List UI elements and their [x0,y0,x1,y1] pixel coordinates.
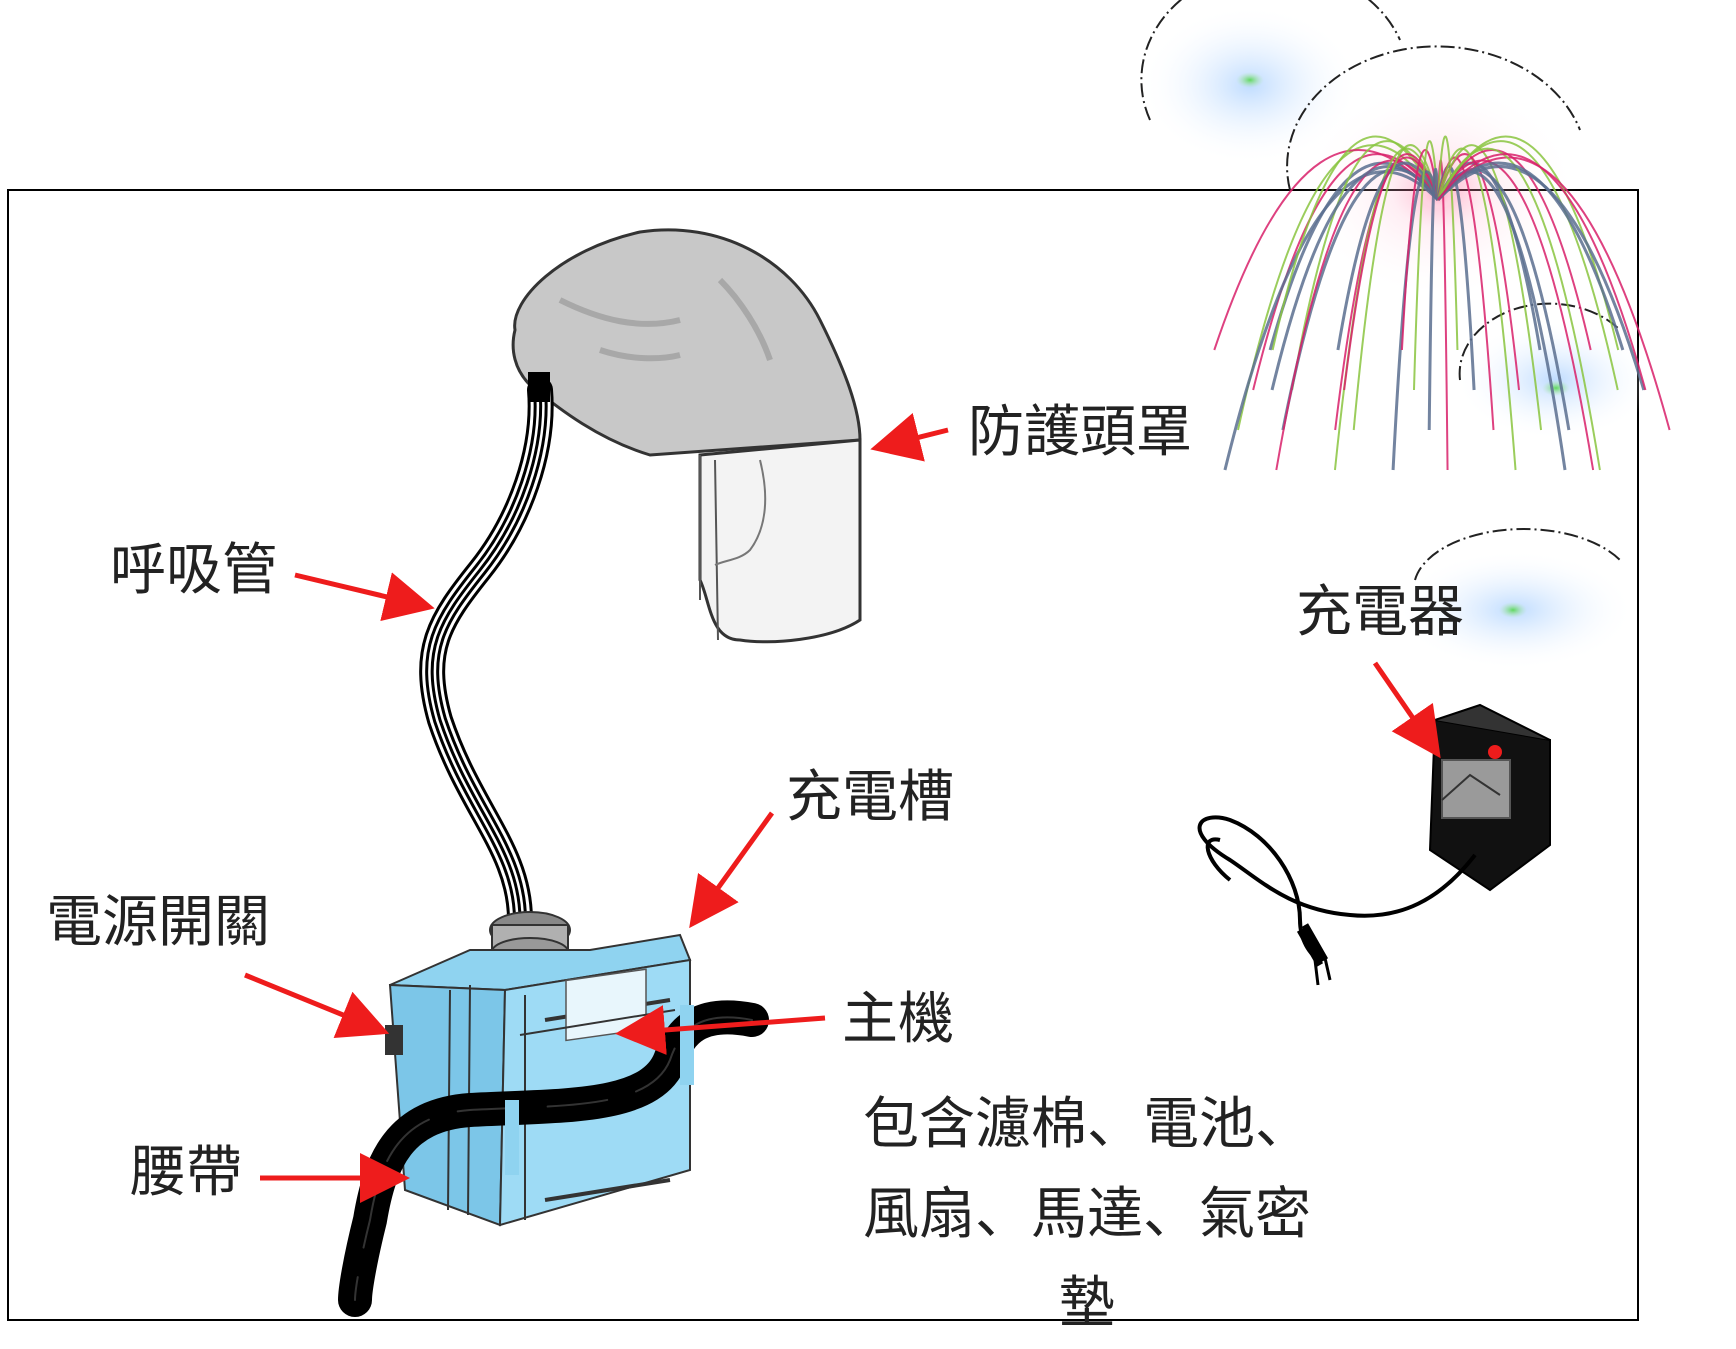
firework-decoration [1140,0,1671,471]
firework-ray [1223,170,1440,471]
contents-line-3: 墊 [1059,1271,1115,1337]
hood-label: 防護頭罩 [968,400,1192,465]
belt-icon [338,1000,769,1317]
charger-glow [1395,528,1635,670]
firework-ray [1437,135,1459,351]
tube-arrow [294,572,435,622]
protective-hood-icon [511,228,862,644]
firework-ray [1400,149,1439,351]
firework-ray [1437,159,1595,471]
charging-slot-arrow [689,811,775,929]
main-unit-label: 主機 [842,987,954,1052]
hood-arrow [870,413,949,462]
firework-ray [1275,159,1439,471]
main-unit-arrow [615,1005,826,1055]
firework-ray [1437,147,1517,471]
breathing-tube-icon [419,372,554,933]
firework-ray [1437,149,1592,351]
firework-ray [1436,168,1571,431]
firework-ray [1270,165,1440,391]
charging-slot-label: 充電槽 [786,765,954,830]
slide-frame [7,189,1639,1321]
main-unit-contents: 包含濾棉、電池、 風扇、馬達、氣密 墊 [837,1080,1337,1349]
power-switch-arrow [244,972,390,1039]
firework-ray [1437,153,1647,391]
firework-ray [1391,170,1440,471]
breathing-tube-label: 呼吸管 [110,538,278,603]
firework-ray [1427,167,1440,431]
contents-line-1: 包含濾棉、電池、 [863,1092,1311,1157]
power-switch-label: 電源開關 [46,890,270,955]
charger-label: 充電器 [1296,580,1464,645]
firework-ray [1437,147,1601,471]
firework-ray [1237,144,1439,431]
firework-ray [1412,140,1439,391]
charger-arrow [1372,661,1441,759]
charger-icon [1197,703,1551,986]
belt-label: 腰帶 [130,1140,242,1205]
callout-arrows [244,413,1441,1203]
contents-line-2: 風扇、馬達、氣密 [863,1181,1311,1247]
firework-ray [1213,149,1439,351]
firework-ray [1436,161,1625,351]
